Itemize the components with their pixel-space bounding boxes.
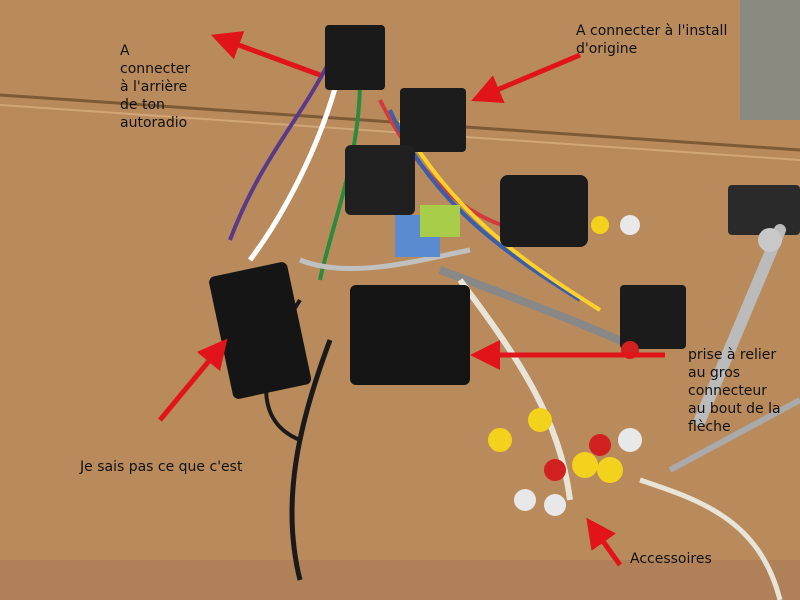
connectors (209, 25, 800, 399)
annotation-plug-connector: prise à relier au gros connecteur au bou… (688, 347, 781, 435)
annotation-back-of-radio: A connecter à l'arrière de ton autoradio (120, 43, 191, 131)
annotation-accessories: Accessoires (630, 551, 712, 567)
wrench (668, 224, 800, 473)
annotation-original-install: A connecter à l'install d'origine (576, 23, 728, 57)
arrow-unknown (158, 338, 228, 422)
arrow-accessories (586, 517, 623, 567)
red-arrows (158, 31, 665, 567)
radio-chassis (740, 0, 800, 120)
wire-bundle (228, 59, 783, 600)
arrow-original-install (471, 52, 581, 104)
rca-plugs (488, 215, 642, 516)
arrow-back-of-radio (210, 31, 321, 78)
cardboard-bottom (0, 560, 800, 600)
annotation-unknown: Je sais pas ce que c'est (80, 459, 243, 475)
